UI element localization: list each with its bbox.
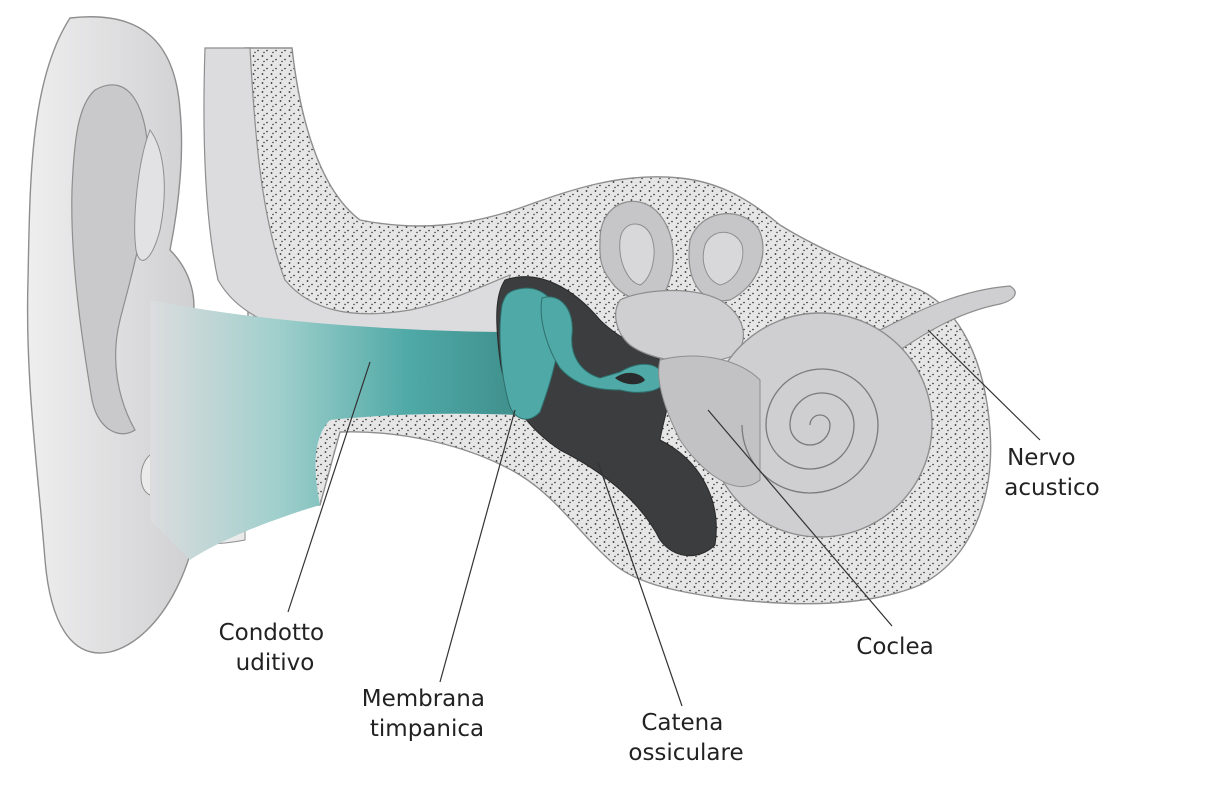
label-line: Nervo xyxy=(1007,445,1076,471)
label-line: acustico xyxy=(1004,475,1099,501)
leader-coclea xyxy=(707,409,893,627)
label-line: uditivo xyxy=(236,650,315,676)
leader-condotto xyxy=(287,361,371,613)
label-line: Condotto xyxy=(219,620,325,646)
leader-catena xyxy=(597,461,683,707)
label-line: ossiculare xyxy=(628,740,743,766)
label-line: Coclea xyxy=(856,634,933,660)
leader-membrana xyxy=(439,409,516,683)
cochlea xyxy=(658,312,933,538)
label-membrana-timpanica: Membrana timpanica xyxy=(362,686,493,742)
ear-canal xyxy=(150,300,520,560)
label-nervo-acustico: Nervo acustico xyxy=(1004,445,1099,501)
label-condotto-uditivo: Condotto uditivo xyxy=(219,620,332,676)
label-line: Membrana xyxy=(362,686,485,712)
label-line: timpanica xyxy=(370,716,484,742)
label-catena-ossiculare: Catena ossiculare xyxy=(628,710,743,766)
label-line: Catena xyxy=(641,710,723,736)
leader-nervo xyxy=(927,329,1041,441)
label-coclea: Coclea xyxy=(856,634,933,660)
